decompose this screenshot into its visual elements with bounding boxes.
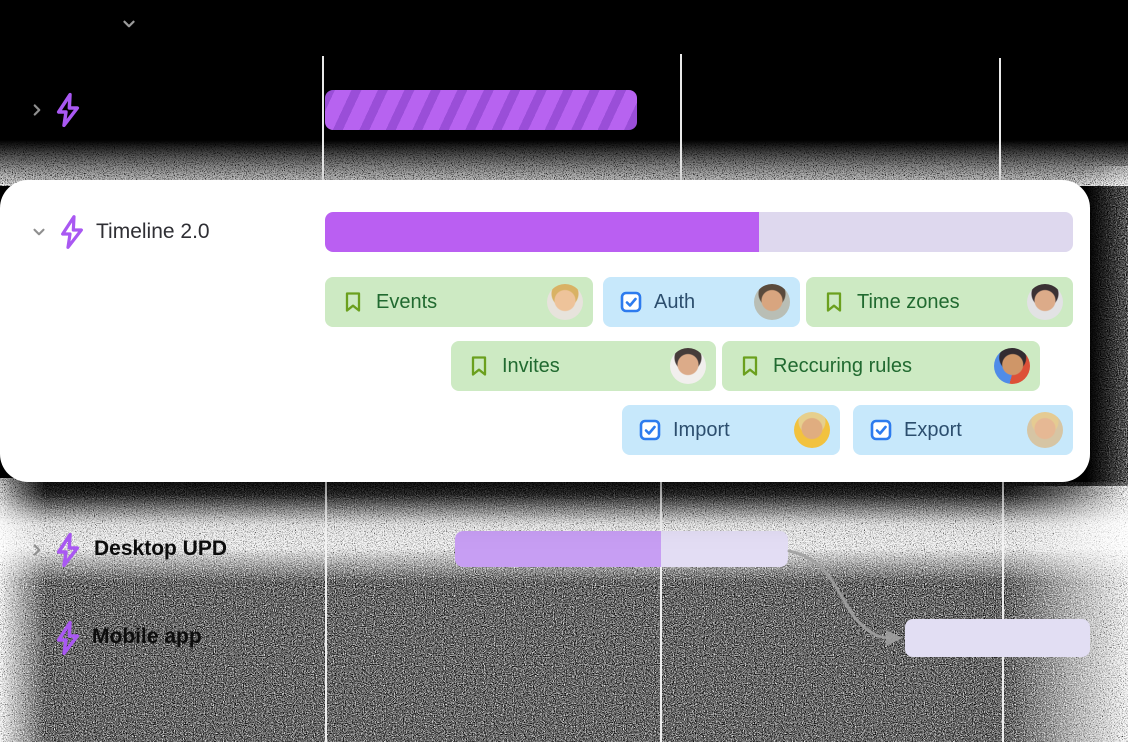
- task-chip-import[interactable]: Import: [622, 405, 840, 455]
- task-chip-export[interactable]: Export: [853, 405, 1073, 455]
- zap-icon: [56, 92, 80, 128]
- chevron-right-icon[interactable]: [28, 541, 46, 559]
- timeline-gridline: [660, 480, 662, 742]
- assignee-avatar: [794, 412, 830, 448]
- chevron-right-icon[interactable]: [28, 629, 46, 647]
- gantt-bar-timeline[interactable]: [325, 212, 1073, 252]
- gantt-bar-desktop-upd[interactable]: [455, 531, 788, 567]
- zap-icon: [61, 215, 83, 249]
- bookmark-icon: [826, 292, 842, 312]
- checkbox-checked-icon: [870, 419, 892, 441]
- chip-label: Reccuring rules: [773, 354, 912, 377]
- assignee-avatar: [1027, 284, 1063, 320]
- bookmark-icon: [742, 356, 758, 376]
- row-label-desktop-upd[interactable]: Desktop UPD: [94, 537, 228, 560]
- row-label-mobile-app[interactable]: Mobile app: [92, 625, 202, 648]
- feature-chip-invites[interactable]: Invites: [451, 341, 716, 391]
- feature-chip-time-zones[interactable]: Time zones: [806, 277, 1073, 327]
- assignee-avatar: [547, 284, 583, 320]
- chip-label: Export: [904, 418, 962, 441]
- assignee-avatar: [670, 348, 706, 384]
- chip-label: Events: [376, 290, 438, 313]
- gantt-bar-progress-fill: [325, 212, 759, 252]
- assignee-avatar: [994, 348, 1030, 384]
- assignee-avatar: [1027, 412, 1063, 448]
- timeline-gridline: [1002, 480, 1004, 742]
- timeline-gridline: [680, 54, 682, 182]
- timeline-gridline: [999, 58, 1001, 182]
- gantt-bar-striped[interactable]: [325, 90, 637, 130]
- bookmark-icon: [345, 292, 361, 312]
- checkbox-checked-icon: [620, 291, 642, 313]
- gantt-bar-progress-fill: [455, 531, 662, 567]
- chevron-right-icon[interactable]: [28, 101, 46, 119]
- chip-label: Invites: [502, 354, 560, 377]
- chip-label: Time zones: [857, 290, 960, 313]
- chevron-down-icon[interactable]: [120, 15, 138, 33]
- zap-icon: [56, 532, 80, 568]
- timeline-card: Timeline 2.0 Events Auth Time zones: [0, 180, 1090, 482]
- task-chip-auth[interactable]: Auth: [603, 277, 800, 327]
- zap-icon: [56, 620, 80, 656]
- assignee-avatar: [754, 284, 790, 320]
- timeline-gridline: [322, 56, 324, 182]
- chip-label: Auth: [654, 290, 696, 313]
- feature-chip-reccuring-rules[interactable]: Reccuring rules: [722, 341, 1040, 391]
- gantt-bar-mobile-app[interactable]: [905, 619, 1090, 657]
- chevron-down-icon[interactable]: [30, 223, 48, 241]
- task-title[interactable]: Timeline 2.0: [96, 220, 210, 243]
- feature-chip-events[interactable]: Events: [325, 277, 593, 327]
- timeline-gridline: [325, 480, 327, 742]
- chip-label: Import: [673, 418, 730, 441]
- bookmark-icon: [471, 356, 487, 376]
- checkbox-checked-icon: [639, 419, 661, 441]
